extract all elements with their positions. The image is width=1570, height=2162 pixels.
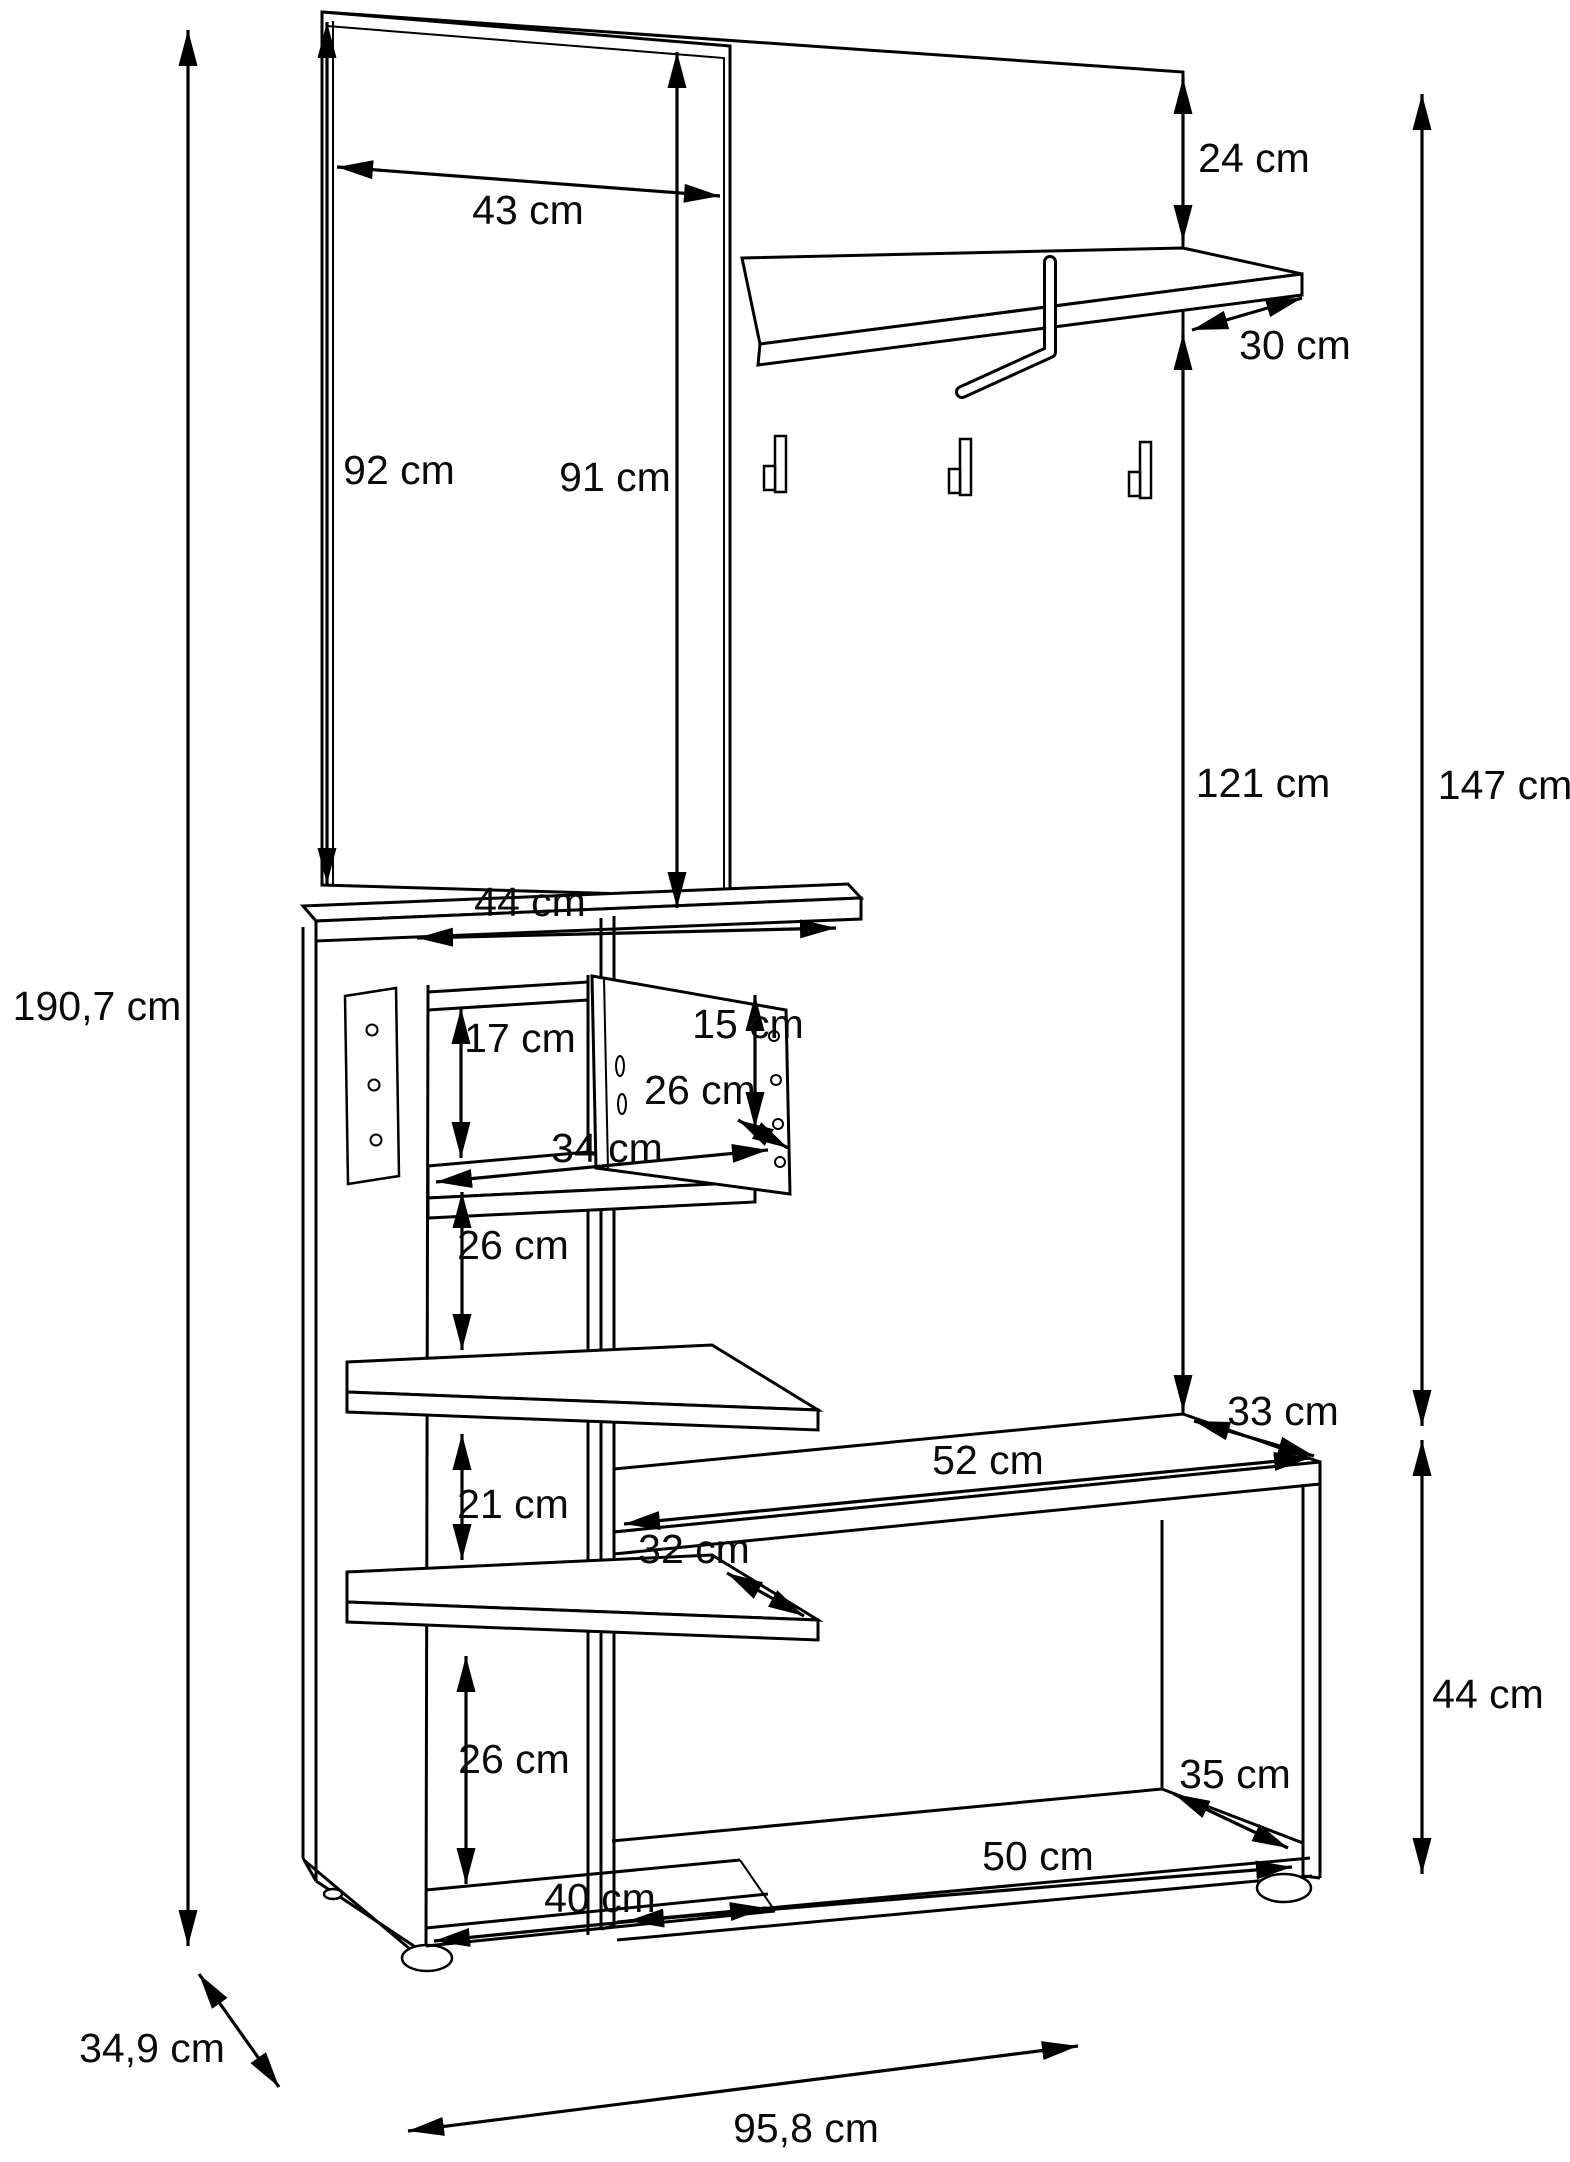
cabinet-shelf-middle <box>345 1343 824 1432</box>
bench-top-width-label: 52 cm <box>932 1437 1044 1483</box>
bench-top-depth-label: 33 cm <box>1227 1388 1339 1434</box>
door-compartment-right-height-label: 15 cm <box>692 1001 804 1047</box>
shelf-depth-label: 32 cm <box>638 1526 750 1572</box>
panel-below-shelf-height-label: 121 cm <box>1196 760 1330 806</box>
coat-hooks <box>762 434 1153 500</box>
top-to-hat-shelf-label: 24 cm <box>1198 135 1310 181</box>
cabinet-shelf-lower <box>345 1553 824 1642</box>
mirror-width-label: 43 cm <box>472 187 584 233</box>
door-compartment-width-label: 34 cm <box>551 1125 663 1171</box>
middle-compartment-height-label: 21 cm <box>457 1481 569 1527</box>
dimension-labels: 190,7 cm 34,9 cm 95,8 cm 43 cm 92 cm 91 … <box>13 135 1570 2151</box>
hat-shelf <box>740 246 1304 367</box>
bench-interior-width-label: 50 cm <box>982 1833 1094 1879</box>
door-depth-label: 26 cm <box>644 1067 756 1113</box>
mirror-glass-height-label: 91 cm <box>559 454 671 500</box>
cabinet-interior-width-label: 40 cm <box>544 1875 656 1921</box>
bench-interior-depth-label: 35 cm <box>1179 1751 1291 1797</box>
mirror-panel-height-label: 92 cm <box>343 447 455 493</box>
upper-compartment-height-label: 26 cm <box>457 1222 569 1268</box>
overall-height-label: 190,7 cm <box>13 983 182 1029</box>
door-compartment-left-height-label: 17 cm <box>464 1015 576 1061</box>
wall-section-height-label: 147 cm <box>1438 762 1570 808</box>
cabinet-top-width-label: 44 cm <box>474 879 586 925</box>
overall-width-label: 95,8 cm <box>733 2105 879 2151</box>
bench-height-label: 44 cm <box>1432 1671 1544 1717</box>
overall-depth-label: 34,9 cm <box>79 2025 225 2071</box>
dimension-arrows <box>178 22 1432 2136</box>
hat-shelf-depth-label: 30 cm <box>1239 322 1351 368</box>
coat-hanger-rod <box>955 255 1057 399</box>
lower-compartment-height-label: 26 cm <box>458 1736 570 1782</box>
